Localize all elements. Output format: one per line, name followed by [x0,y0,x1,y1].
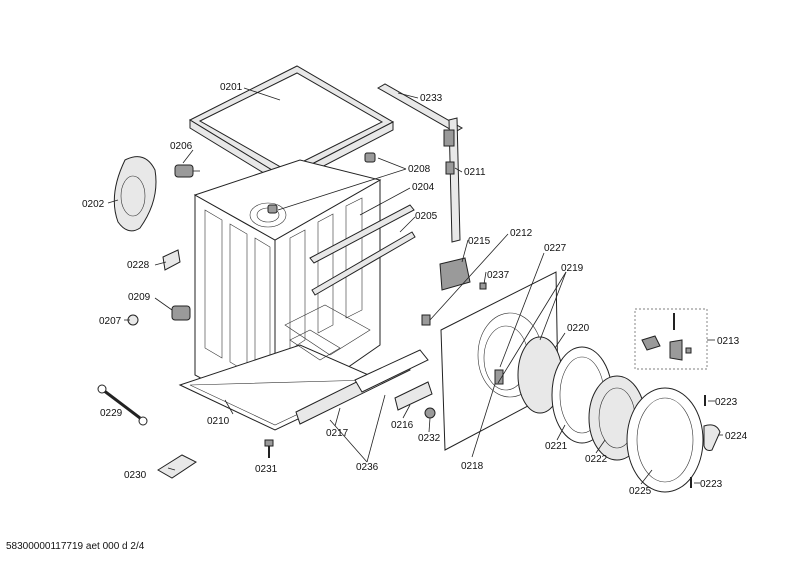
label-0205: 0205 [415,211,438,222]
rear-cover [113,156,157,232]
label-0207: 0207 [99,316,122,327]
label-0225: 0225 [629,486,652,497]
label-0218: 0218 [461,461,484,472]
back-ring [249,202,287,228]
side-rail [376,83,464,243]
cross-bar-upper [309,204,415,264]
spanner-tool [97,384,148,426]
cross-bar-lower [311,231,416,296]
label-0233: 0233 [420,93,443,104]
label-0201: 0201 [220,82,243,93]
label-0224: 0224 [725,431,748,442]
inlet-valve [127,305,191,326]
mains-connector [174,164,200,178]
label-0206: 0206 [170,141,193,152]
plinth-panels [295,349,433,425]
label-0217: 0217 [326,428,349,439]
label-0231: 0231 [255,464,278,475]
cabinet-frame [178,65,416,431]
label-0209: 0209 [128,292,151,303]
label-0216: 0216 [391,420,414,431]
label-0236: 0236 [356,462,379,473]
label-0232: 0232 [418,433,441,444]
label-0222: 0222 [585,454,608,465]
document-footer-code: 58300000117719 aet 000 d 2/4 [6,541,145,552]
label-0212: 0212 [510,228,533,239]
door-frame [626,387,704,493]
label-0221: 0221 [545,441,568,452]
transport-plate [157,454,197,479]
label-0229: 0229 [100,408,123,419]
label-0219: 0219 [561,263,584,274]
small-bracket [162,249,181,271]
label-0230: 0230 [124,470,147,481]
label-0210: 0210 [207,416,230,427]
transport-bolt [264,439,274,458]
label-0204: 0204 [412,182,435,193]
hinge-kit [634,308,708,370]
label-0223-lower: 0223 [700,479,723,490]
label-0227: 0227 [544,243,567,254]
label-0213: 0213 [717,336,740,347]
label-0211: 0211 [464,167,486,178]
label-0237: 0237 [487,270,510,281]
top-clip [267,152,376,214]
label-0228: 0228 [127,260,150,271]
part-labels: 0201 0202 0204 0205 0206 0207 0208 0209 … [82,82,748,497]
label-0220: 0220 [567,323,590,334]
label-0202: 0202 [82,199,105,210]
filter-cap [424,407,436,419]
door-handle [690,395,721,488]
label-0208: 0208 [408,164,431,175]
label-0223-upper: 0223 [715,397,738,408]
leader-lines [107,87,723,485]
label-0215: 0215 [468,236,491,247]
door-lock [421,257,487,326]
